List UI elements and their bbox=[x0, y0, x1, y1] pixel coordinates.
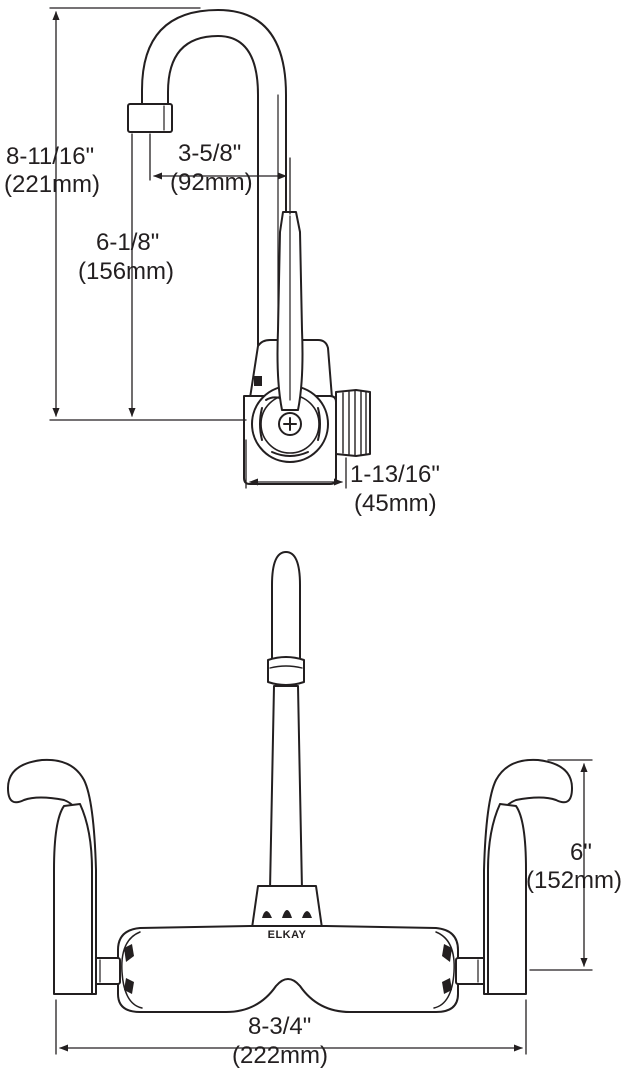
front-spout-tube bbox=[267, 551, 305, 891]
spout-reach-metric: (92mm) bbox=[170, 169, 253, 196]
elkay-logo: ELKAY bbox=[268, 929, 307, 941]
right-wrist-blade-handle bbox=[483, 758, 573, 995]
left-wrist-blade-handle bbox=[7, 758, 97, 995]
spout-height-imperial: 6-1/8" bbox=[96, 229, 159, 256]
overall-height-metric: (221mm) bbox=[4, 171, 100, 198]
handle-height-metric: (152mm) bbox=[526, 867, 622, 894]
front-spout-base bbox=[251, 885, 323, 929]
side-view: 8-11/16" (221mm) 3-5/8" (92mm) 6-1/8" (1… bbox=[4, 7, 440, 517]
body-depth-metric: (45mm) bbox=[354, 490, 437, 517]
handle-height-imperial: 6" bbox=[570, 839, 592, 866]
side-valve-body bbox=[243, 339, 371, 485]
overall-width-metric: (222mm) bbox=[232, 1042, 328, 1069]
front-dimension-lines bbox=[55, 759, 593, 1055]
overall-height-imperial: 8-11/16" bbox=[6, 143, 94, 170]
side-dimension-lines bbox=[49, 7, 347, 489]
spout-reach-imperial: 3-5/8" bbox=[178, 140, 241, 167]
front-faucet-body bbox=[117, 925, 459, 1013]
front-valve-stems bbox=[91, 957, 491, 985]
right-handle-grip bbox=[487, 803, 527, 995]
gooseneck-spout bbox=[127, 9, 287, 346]
spout-height-metric: (156mm) bbox=[78, 258, 174, 285]
body-depth-imperial: 1-13/16" bbox=[350, 461, 440, 488]
left-handle-grip bbox=[53, 803, 93, 995]
front-view: ELKAY 6" (152mm) 8-3/4" (222mm) bbox=[7, 551, 622, 1069]
overall-width-imperial: 8-3/4" bbox=[248, 1013, 311, 1040]
side-lever-handle bbox=[276, 211, 304, 411]
